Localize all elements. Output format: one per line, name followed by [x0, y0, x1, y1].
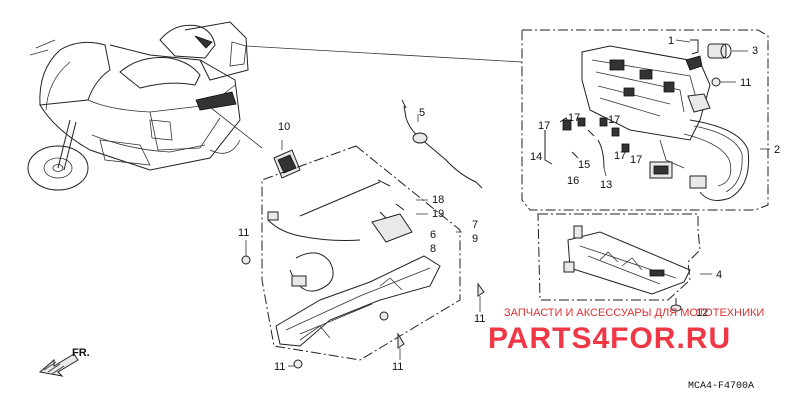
- front-direction-arrow: FR.: [38, 347, 90, 377]
- label-part-11: 11: [740, 77, 751, 89]
- label-part-11: 11: [392, 361, 403, 373]
- label-part-17: 17: [608, 114, 620, 126]
- label-part-11: 11: [238, 227, 249, 239]
- assembly-7-9-boundary: [261, 145, 461, 361]
- part-2-harness-assembly: [544, 39, 750, 201]
- label-part-9: 9: [472, 233, 478, 245]
- label-part-11: 11: [274, 361, 285, 373]
- leader-line: [245, 45, 523, 63]
- label-part-13: 13: [600, 179, 612, 191]
- label-part-5: 5: [419, 107, 425, 119]
- label-part-7: 7: [472, 219, 478, 231]
- part-4-bracket-assembly: [563, 225, 691, 312]
- label-part-17: 17: [538, 120, 550, 132]
- label-part-17: 17: [568, 112, 580, 124]
- watermark-caption: ЗАПЧАСТИ И АКСЕССУАРЫ ДЛЯ МОТОТЕХНИКИ: [504, 307, 764, 319]
- label-part-14: 14: [530, 151, 542, 163]
- motorcycle-illustration: [27, 21, 249, 191]
- watermark: ЗАПЧАСТИ И АКСЕССУАРЫ ДЛЯ МОТОТЕХНИКИ PA…: [488, 307, 764, 355]
- label-part-15: 15: [578, 159, 590, 171]
- diagram-code: MCA4-F4700A: [688, 381, 754, 392]
- label-part-12: 12: [696, 307, 708, 319]
- watermark-logo: PARTS4FOR.RU: [488, 322, 731, 355]
- label-part-2: 2: [774, 144, 780, 156]
- part-5-cable: [401, 99, 483, 189]
- front-label: FR.: [72, 347, 90, 359]
- leader-line: [205, 103, 263, 149]
- assembly-2-boundary: [521, 29, 769, 211]
- label-part-19: 19: [432, 208, 444, 220]
- assembly-4-boundary: [537, 213, 701, 301]
- label-part-1: 1: [668, 35, 674, 47]
- part-10-grommet: [273, 140, 301, 179]
- label-part-18: 18: [432, 194, 444, 206]
- label-part-17: 17: [614, 150, 626, 162]
- label-part-10: 10: [278, 121, 290, 133]
- label-part-6: 6: [430, 229, 436, 241]
- label-part-17: 17: [630, 154, 642, 166]
- label-part-8: 8: [430, 243, 436, 255]
- part-6-8-mount-assembly: [241, 179, 485, 369]
- label-part-16: 16: [567, 175, 579, 187]
- part-labels: 1 2 3 4 5 6 7 8 9 10 11 11 11 11 11 12 1…: [238, 35, 780, 373]
- label-part-3: 3: [752, 45, 758, 57]
- label-part-11: 11: [474, 313, 485, 325]
- label-part-4: 4: [716, 269, 722, 281]
